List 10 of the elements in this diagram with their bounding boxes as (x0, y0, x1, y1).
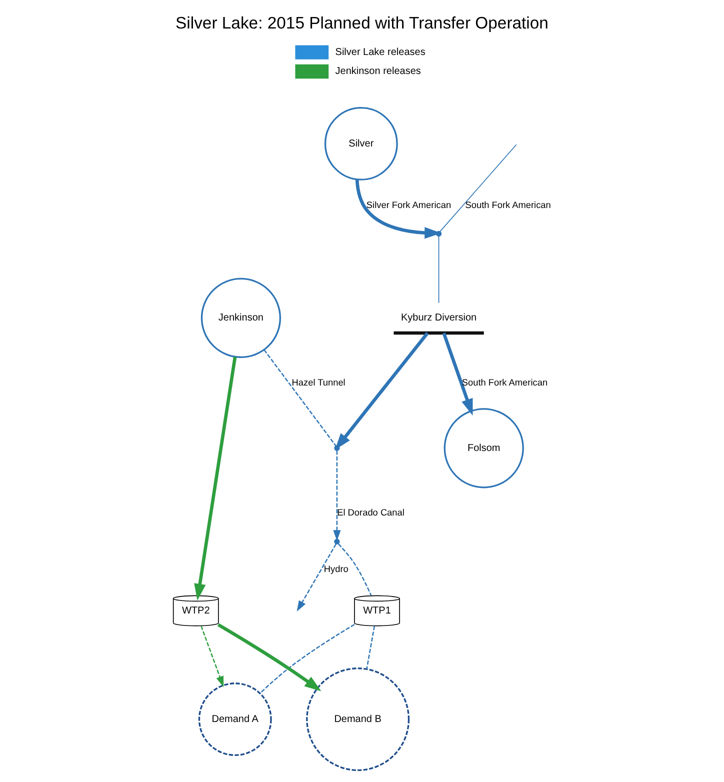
edge-label: South Fork American (465, 200, 551, 210)
edge-label: South Fork American (462, 377, 548, 388)
edge-label: Hazel Tunnel (292, 377, 346, 388)
node-text: Kyburz Diversion (401, 312, 477, 324)
diagram-title: Silver Lake: 2015 Planned with Transfer Operation (176, 14, 548, 33)
edge-label: Hydro (324, 564, 348, 574)
edge-label: El Dorado Canal (337, 508, 404, 518)
legend-label: Jenkinson releases (335, 66, 421, 78)
edge-label: Silver Fork American (366, 200, 452, 210)
legend-label: Silver Lake releases (335, 46, 426, 58)
